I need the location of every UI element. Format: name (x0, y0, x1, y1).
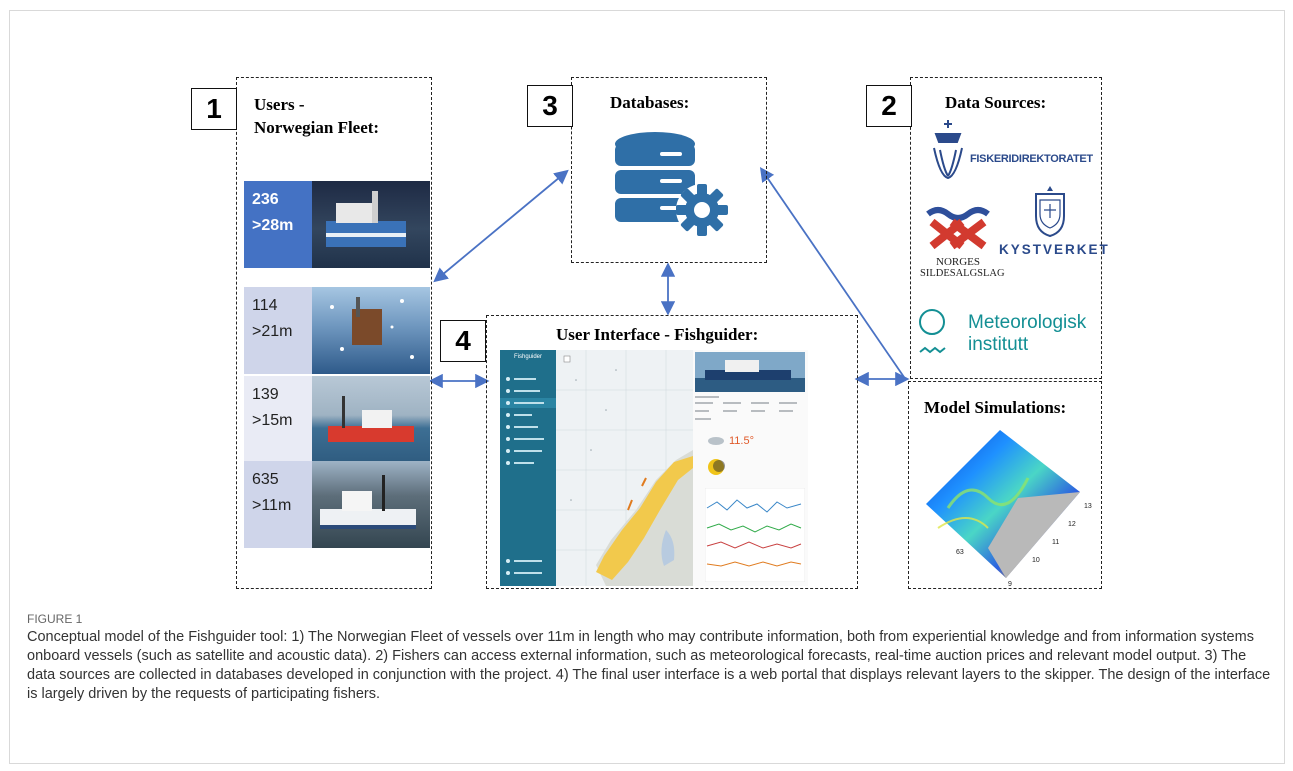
menu-item[interactable] (506, 434, 556, 444)
fiskeridirektoratet-logo-icon (933, 120, 963, 180)
user-interface-title: User Interface - Fishguider: (556, 325, 759, 344)
model-simulations-box (908, 381, 1102, 589)
fleet-label: 236 >28m (244, 181, 312, 268)
databases-box (571, 77, 767, 263)
model-tick: 63 (956, 549, 964, 556)
menu-item[interactable] (500, 398, 556, 408)
fleet-label: 635 >11m (244, 461, 312, 548)
menu-item[interactable] (506, 446, 556, 456)
figure-frame (9, 10, 1285, 764)
fleet-length: >15m (252, 412, 293, 429)
vessel-photo (312, 461, 430, 548)
fishguider-menu (500, 372, 556, 470)
weather-cloud-icon (708, 437, 724, 445)
norges-label-line1: NORGES (936, 256, 981, 268)
fleet-row-21m: 114 >21m (244, 287, 430, 374)
fleet-count: 236 (252, 191, 279, 208)
model-tick: 11 (1052, 539, 1059, 546)
menu-item[interactable] (506, 422, 556, 432)
vessel-photo (312, 287, 430, 374)
fishguider-sidebar: Fishguider (500, 350, 556, 586)
fleet-length: >28m (252, 217, 294, 234)
fleet-count: 635 (252, 471, 279, 488)
menu-item[interactable] (506, 568, 556, 578)
users-box (236, 77, 432, 589)
fleet-length: >21m (252, 323, 293, 340)
databases-number: 3 (527, 85, 573, 127)
fleet-row-11m: 635 >11m (244, 461, 430, 548)
databases-title: Databases: (610, 93, 690, 112)
tide-chart (705, 488, 805, 582)
fleet-count: 114 (252, 297, 278, 314)
database-icon (615, 132, 728, 236)
data-sources-number: 2 (866, 85, 912, 127)
menu-item[interactable] (506, 374, 556, 384)
fleet-row-28m: 236 >28m (244, 181, 430, 268)
users-number: 1 (191, 88, 237, 130)
fleet-length: >11m (252, 497, 292, 514)
vessel-details (695, 396, 797, 420)
model-simulation-plot: 13 12 11 10 63 9 (926, 430, 1092, 588)
menu-item[interactable] (506, 386, 556, 396)
menu-item[interactable] (506, 458, 556, 468)
met-institute-logo-icon (919, 309, 946, 354)
fishguider-app-name: Fishguider (514, 354, 543, 360)
model-tick: 13 (1084, 503, 1092, 510)
data-sources-title: Data Sources: (945, 93, 1047, 112)
menu-item[interactable] (506, 556, 556, 566)
fishguider-bottom-menu (500, 554, 556, 580)
fleet-count: 139 (252, 386, 279, 403)
fishguider-map (556, 350, 693, 586)
model-simulations-title: Model Simulations: (924, 398, 1067, 417)
user-interface-number: 4 (440, 320, 486, 362)
fleet-label: 139 >15m (244, 376, 312, 463)
vessel-photo (695, 352, 805, 392)
fishguider-info-panel: 11.5° (693, 350, 808, 586)
met-label-line1: Meteorologisk (968, 312, 1087, 333)
menu-item[interactable] (506, 410, 556, 420)
model-tick: 9 (1008, 581, 1012, 588)
kystverket-label: KYSTVERKET (999, 242, 1110, 257)
user-interface-box (486, 315, 858, 589)
figure-caption-text: Conceptual model of the Fishguider tool:… (27, 629, 1271, 702)
model-tick: 12 (1068, 521, 1076, 528)
data-sources-box (910, 77, 1102, 379)
fleet-row-15m: 139 >15m (244, 376, 430, 463)
arrow-model-databases (759, 167, 907, 381)
kystverket-crest-icon (1035, 186, 1065, 238)
fleet-label: 114 >21m (244, 287, 312, 374)
moon-phase-icon (708, 459, 725, 475)
figure-caption-label: FIGURE 1 (27, 612, 83, 626)
norges-sildesalgslag-logo-icon (926, 207, 990, 250)
users-title-line1: Users - (254, 95, 305, 114)
temperature-value: 11.5° (729, 435, 754, 447)
vessel-photo (312, 181, 430, 268)
met-label-line2: institutt (968, 334, 1029, 355)
vessel-photo (312, 376, 430, 463)
fiskeridirektoratet-label: FISKERIDIREKTORATET (970, 153, 1093, 165)
arrow-users-databases (433, 169, 569, 283)
norges-label-line2: SILDESALGSLAG (920, 268, 1005, 279)
model-tick: 10 (1032, 557, 1040, 564)
users-title-line2: Norwegian Fleet: (254, 118, 380, 137)
